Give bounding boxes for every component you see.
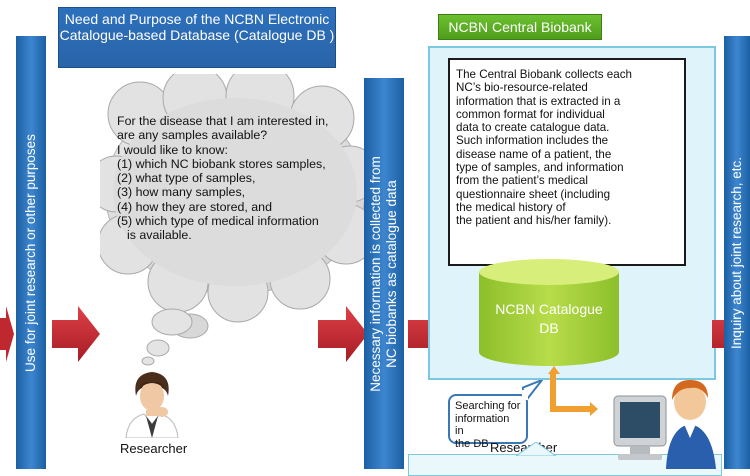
- search-db-callout: Searching for information in the DB: [448, 394, 528, 450]
- central-biobank-tab: NCBN Central Biobank: [438, 14, 602, 40]
- catalogue-db-title-text: Need and Purpose of the NCBN Electronic …: [59, 11, 335, 43]
- cloud-line: is available.: [127, 228, 192, 243]
- arrow-to-cloud: [52, 306, 100, 362]
- cloud-line: (5) which type of medical information: [117, 214, 319, 229]
- middle-collection-bar: Necessary information is collected from …: [364, 78, 404, 469]
- bottom-box-pointer: [516, 442, 556, 456]
- cloud-line: (1) which NC biobank stores samples,: [117, 156, 326, 171]
- researcher-woman-icon: [125, 372, 179, 438]
- callout-line: the patient and his/her family).: [456, 214, 612, 228]
- catalogue-db-label-line2: DB: [539, 320, 559, 336]
- middle-collection-text: Necessary information is collected from …: [368, 156, 400, 392]
- callout-line: Such information includes the: [456, 134, 609, 148]
- left-purpose-bar: Use for joint research or other purposes: [16, 36, 46, 469]
- search-callout-pointer: [522, 380, 544, 400]
- cloud-question-text: For the disease that I am interested in,…: [117, 114, 367, 243]
- thought-bubbles: [141, 308, 193, 366]
- arrow-left-edge: [0, 306, 14, 362]
- callout-line: data to create catalogue data.: [456, 121, 610, 135]
- callout-line: common format for individual: [456, 107, 605, 121]
- search-line: the DB: [455, 437, 489, 450]
- cloud-line: are any samples available?: [117, 128, 268, 143]
- cloud-line: (3) how many samples,: [117, 185, 246, 200]
- arrow-to-middle-bar: [318, 306, 368, 362]
- right-inquiry-text: Inquiry about joint research, etc.: [729, 156, 744, 349]
- callout-line: questionnaire sheet (including: [456, 187, 611, 201]
- middle-collection-line1: Necessary information is collected from: [368, 155, 383, 392]
- catalogue-db-label: NCBN Catalogue DB: [477, 300, 621, 338]
- search-arrow: [548, 366, 598, 416]
- catalogue-db-icon: [479, 259, 619, 366]
- catalogue-db-label-line1: NCBN Catalogue: [495, 301, 603, 317]
- callout-line: type of samples, and information: [456, 161, 624, 175]
- central-biobank-description: The Central Biobank collects each NC’s b…: [448, 58, 686, 266]
- right-inquiry-bar: Inquiry about joint research, etc.: [724, 36, 750, 469]
- callout-line: NC’s bio-resource-related: [456, 81, 588, 95]
- left-purpose-text: Use for joint research or other purposes: [23, 133, 38, 372]
- cloud-line: (2) what type of samples,: [117, 171, 256, 186]
- callout-line: the medical history of: [456, 200, 566, 214]
- search-line: information in: [455, 412, 510, 438]
- search-line: Searching for: [455, 400, 521, 412]
- callout-line: disease name of a patient, the: [456, 147, 612, 161]
- cloud-line: (4) how they are stored, and: [117, 199, 272, 214]
- middle-collection-line2: NC biobanks as catalogue data: [384, 179, 399, 368]
- callout-line: information that is extracted in a: [456, 94, 621, 108]
- callout-line: The Central Biobank collects each: [456, 68, 632, 81]
- researcher-computer-icon: [613, 380, 716, 469]
- cloud-line: For the disease that I am interested in,: [117, 114, 329, 128]
- catalogue-db-title: Need and Purpose of the NCBN Electronic …: [58, 7, 336, 68]
- central-biobank-tab-label: NCBN Central Biobank: [448, 19, 592, 35]
- researcher-left-label: Researcher: [120, 441, 188, 456]
- cloud-line: I would like to know:: [117, 142, 228, 157]
- callout-line: from the patient’s medical: [456, 174, 588, 188]
- thought-cloud: [100, 74, 370, 339]
